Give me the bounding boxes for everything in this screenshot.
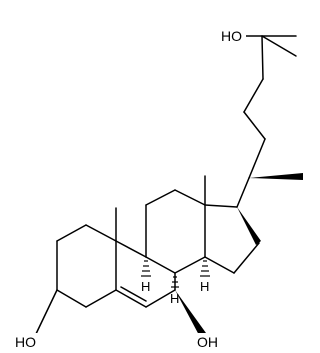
wedge-c7-oh <box>175 290 206 337</box>
bond-c5-c6-double-inner <box>120 286 147 302</box>
bond-c16-c15 <box>233 242 260 274</box>
bond-c17-c13 <box>204 204 238 208</box>
bond-c10-c1 <box>85 224 117 242</box>
bond-c4-c5 <box>85 289 117 308</box>
oh-c3-label: HO <box>15 334 36 350</box>
bond-c6-c7 <box>145 289 176 308</box>
bond-c9-c10 <box>115 240 147 258</box>
wedge-c20-c21-methyl <box>249 173 303 180</box>
ring-c <box>145 189 206 274</box>
bond-c9-c8 <box>145 256 176 274</box>
ring-d <box>204 204 261 274</box>
hash-c8-h <box>171 276 179 288</box>
side-chain <box>236 35 303 208</box>
bond-c20-c17 <box>236 177 250 208</box>
bond-c8-c14 <box>174 256 206 274</box>
bond-c25-c24 <box>261 35 264 80</box>
bond-c13-c12 <box>174 189 206 206</box>
bond-c5-c6-double <box>115 289 147 308</box>
bond-c12-c11 <box>145 189 176 206</box>
ring-a <box>34 224 117 337</box>
h-c8-label: H <box>170 291 179 306</box>
bond-c1-c2 <box>56 224 87 242</box>
h-c9-label: H <box>141 279 150 294</box>
bond-c22-c20 <box>248 138 266 179</box>
bond-c25-c27-methyl <box>261 35 297 57</box>
oh-side-chain-label: HO <box>221 28 242 44</box>
bond-c3-oh <box>34 289 58 337</box>
bond-c24-c23 <box>243 78 264 113</box>
bond-c3-c4 <box>56 289 87 308</box>
oh-c7-label: OH <box>197 334 218 350</box>
bond-c23-c22 <box>243 111 266 140</box>
bond-c15-c14 <box>204 256 235 274</box>
hash-c14-h <box>200 260 210 277</box>
hash-c9-h <box>141 260 151 277</box>
wedge-c17-c16 <box>237 207 261 245</box>
h-c14-label: H <box>200 279 209 294</box>
